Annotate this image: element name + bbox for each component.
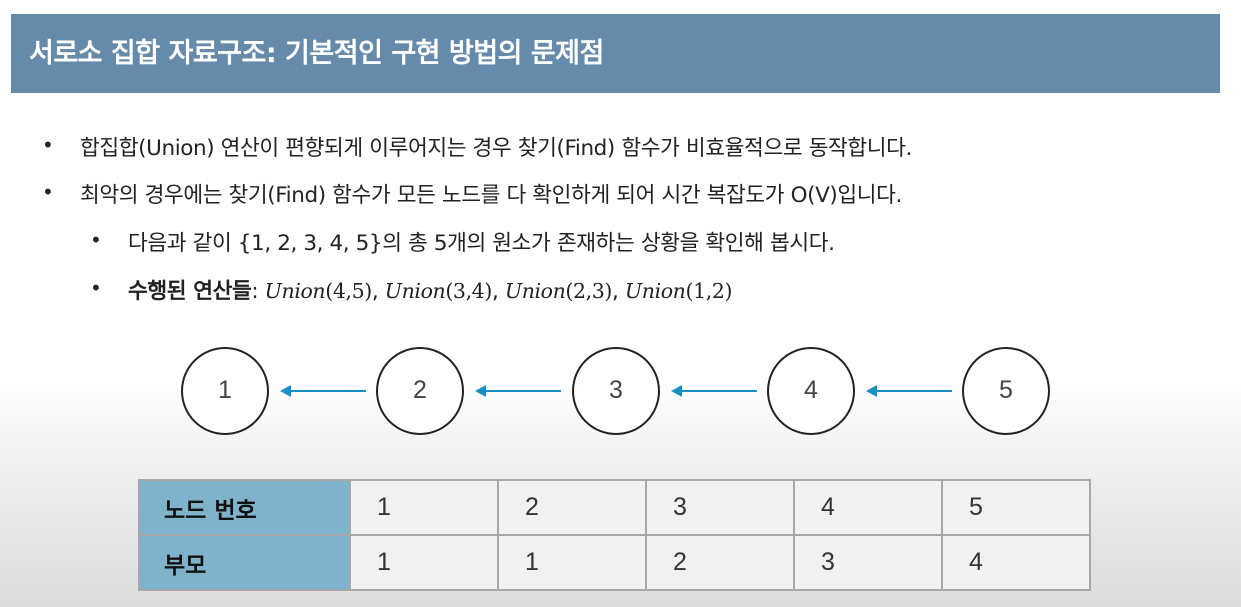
sub-bullet-dot: • <box>90 276 102 300</box>
op-args: (1,2) <box>685 279 733 303</box>
table-cell: 2 <box>497 479 647 536</box>
node-4: 4 <box>767 347 855 435</box>
table-cell: 3 <box>793 534 943 591</box>
bullet-2: 최악의 경우에는 찾기(Find) 함수가 모든 노드를 다 확인하게 되어 시… <box>80 183 902 208</box>
operations-label: 수행된 연산들 <box>128 279 252 304</box>
table-row-parent: 부모 1 1 2 3 4 <box>138 534 1091 591</box>
sub-bullet-dot: • <box>90 228 102 252</box>
arrow-4-to-3 <box>671 385 757 397</box>
table-cell: 4 <box>941 534 1091 591</box>
bullet-1: 합집합(Union) 연산이 편향되게 이루어지는 경우 찾기(Find) 함수… <box>80 136 912 161</box>
sub-bullet-1: 다음과 같이 {1, 2, 3, 4, 5}의 총 5개의 원소가 존재하는 상… <box>128 231 835 256</box>
op-args: (3,4) <box>445 279 492 303</box>
op-args: (4,5) <box>325 279 372 303</box>
row-header-node-number: 노드 번호 <box>138 479 351 536</box>
node-2: 2 <box>376 347 464 435</box>
op-name: Union <box>504 279 566 303</box>
table-cell: 3 <box>645 479 795 536</box>
slide-title: 서로소 집합 자료구조: 기본적인 구현 방법의 문제점 <box>29 38 604 69</box>
table-cell: 5 <box>941 479 1091 536</box>
sub-bullet-2: 수행된 연산들: Union(4,5), Union(3,4), Union(2… <box>128 279 733 304</box>
table-cell: 2 <box>645 534 795 591</box>
parent-table: 노드 번호 1 2 3 4 5 부모 1 1 2 3 4 <box>138 479 1091 591</box>
node-5: 5 <box>962 347 1050 435</box>
op-args: (2,3) <box>565 279 613 303</box>
row-header-parent: 부모 <box>138 534 351 591</box>
op-name: Union <box>384 279 446 303</box>
op-name: Union <box>264 279 326 303</box>
op-name: Union <box>624 279 686 303</box>
arrow-5-to-4 <box>866 385 952 397</box>
table-cell: 4 <box>793 479 943 536</box>
node-3: 3 <box>572 347 660 435</box>
bullet-dot: • <box>42 180 54 204</box>
bullet-dot: • <box>42 133 54 157</box>
title-bar: 서로소 집합 자료구조: 기본적인 구현 방법의 문제점 <box>11 14 1220 93</box>
arrow-3-to-2 <box>475 385 561 397</box>
arrow-2-to-1 <box>280 385 366 397</box>
table-cell: 1 <box>349 534 499 591</box>
table-cell: 1 <box>497 534 647 591</box>
table-row-node-number: 노드 번호 1 2 3 4 5 <box>138 479 1091 536</box>
node-1: 1 <box>181 347 269 435</box>
table-cell: 1 <box>349 479 499 536</box>
